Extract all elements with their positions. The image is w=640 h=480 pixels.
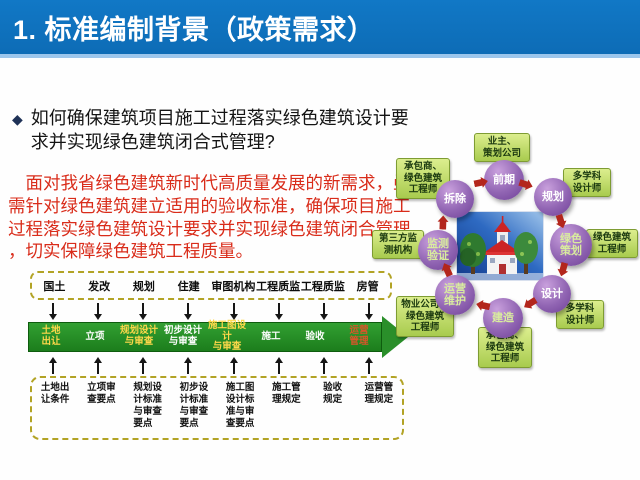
role-label: 物业公司、 绿色建筑 工程师	[396, 296, 454, 337]
stage-label: 运营 管理	[349, 325, 369, 347]
documents-row: 土地出 让条件 立项审 查要点 规划设 计标准 与审查 要点 初步设 计标准 与…	[30, 376, 404, 440]
approval-process-flowchart: 国土 发改 规划 住建 审图机构 工程质监 工程质监 房管 土地 出让 立项 规…	[28, 271, 408, 445]
department-label: 审图机构	[211, 280, 256, 293]
down-arrow-icon	[184, 303, 193, 320]
department-label: 工程质监	[256, 280, 301, 293]
document-label: 施工图 设计标 准与审 查要点	[225, 382, 255, 429]
stage-label: 土地 出让	[41, 325, 61, 347]
cycle-arrow-icon	[437, 215, 448, 229]
stage-label: 施工	[261, 330, 281, 342]
lifecycle-cycle-diagram: 业主、 策划公司 多学科 设计师 绿色建筑 工程师 多学科 设计师 承包商、 绿…	[368, 125, 640, 379]
up-arrow-icon	[274, 357, 283, 374]
up-arrow-icon	[139, 357, 148, 374]
slide-header: 1. 标准编制背景（政策需求）	[0, 0, 640, 58]
stage-label: 立项	[85, 330, 105, 342]
question-text: 如何确保建筑项目施工过程落实绿色建筑设计要 求并实现绿色建筑闭合式管理?	[30, 108, 409, 153]
up-arrow-icon	[93, 357, 102, 374]
down-arrow-icon	[229, 303, 238, 320]
up-arrow-icon	[320, 357, 329, 374]
document-label: 立项审 查要点	[87, 382, 116, 405]
role-label: 绿色建筑 工程师	[586, 229, 638, 259]
departments-row: 国土 发改 规划 住建 审图机构 工程质监 工程质监 房管	[30, 271, 392, 300]
phase-circle: 前期	[484, 160, 524, 200]
stage-label: 规划设计 与审查	[119, 325, 158, 347]
down-arrows-row	[30, 303, 392, 321]
down-arrow-icon	[48, 303, 57, 320]
department-label: 房管	[356, 280, 379, 293]
role-label: 承包商、 绿色建筑 工程师	[396, 158, 450, 199]
page-title: 1. 标准编制背景（政策需求）	[13, 14, 375, 45]
stage-label: 施工图设计 与审查	[207, 320, 246, 353]
role-label: 多学科 设计师	[563, 168, 611, 198]
up-arrow-icon	[365, 357, 374, 374]
phase-circle: 规划	[534, 178, 572, 216]
answer-text: 面对我省绿色建筑新时代高质量发展的新需求，亟 需针对绿色建筑建立适用的验收标准，…	[8, 173, 411, 262]
document-label: 施工管 理规定	[272, 382, 301, 405]
department-label: 工程质监	[300, 280, 345, 293]
role-label: 业主、 策划公司	[474, 133, 530, 163]
document-label: 验收 规定	[323, 382, 343, 405]
down-arrow-icon	[365, 303, 374, 320]
up-arrow-icon	[48, 357, 57, 374]
diamond-bullet-icon: ◆	[12, 111, 23, 127]
building-photo	[457, 212, 543, 280]
document-label: 运营管 理规定	[364, 382, 394, 405]
up-arrow-icon	[229, 357, 238, 374]
down-arrow-icon	[93, 303, 102, 320]
phase-circle: 建造	[483, 298, 523, 338]
stages-bar: 土地 出让 立项 规划设计 与审查 初步设计 与审查 施工图设计 与审查 施工 …	[28, 320, 382, 353]
document-label: 土地出 让条件	[40, 382, 70, 405]
up-arrow-icon	[184, 357, 193, 374]
stage-label: 验收	[305, 330, 325, 342]
phase-circle: 监测 验证	[418, 230, 458, 270]
phase-circle: 拆除	[436, 180, 474, 218]
down-arrow-icon	[139, 303, 148, 320]
down-arrow-icon	[320, 303, 329, 320]
phase-circle: 绿色 策划	[550, 224, 592, 266]
department-label: 住建	[177, 280, 200, 293]
document-label: 规划设 计标准 与审查 要点	[133, 382, 162, 429]
department-label: 发改	[88, 280, 111, 293]
role-label: 第三方监 测机构	[372, 230, 424, 260]
down-arrow-icon	[274, 303, 283, 320]
question-block: ◆ 如何确保建筑项目施工过程落实绿色建筑设计要 求并实现绿色建筑闭合式管理?	[12, 106, 420, 155]
stage-label: 初步设计 与审查	[163, 325, 202, 347]
phase-circle: 设计	[533, 275, 571, 313]
up-arrows-row	[30, 355, 392, 374]
department-label: 国土	[43, 280, 66, 293]
document-label: 初步设 计标准 与审查 要点	[179, 382, 209, 429]
phase-circle: 运营 维护	[435, 275, 475, 315]
department-label: 规划	[132, 280, 155, 293]
